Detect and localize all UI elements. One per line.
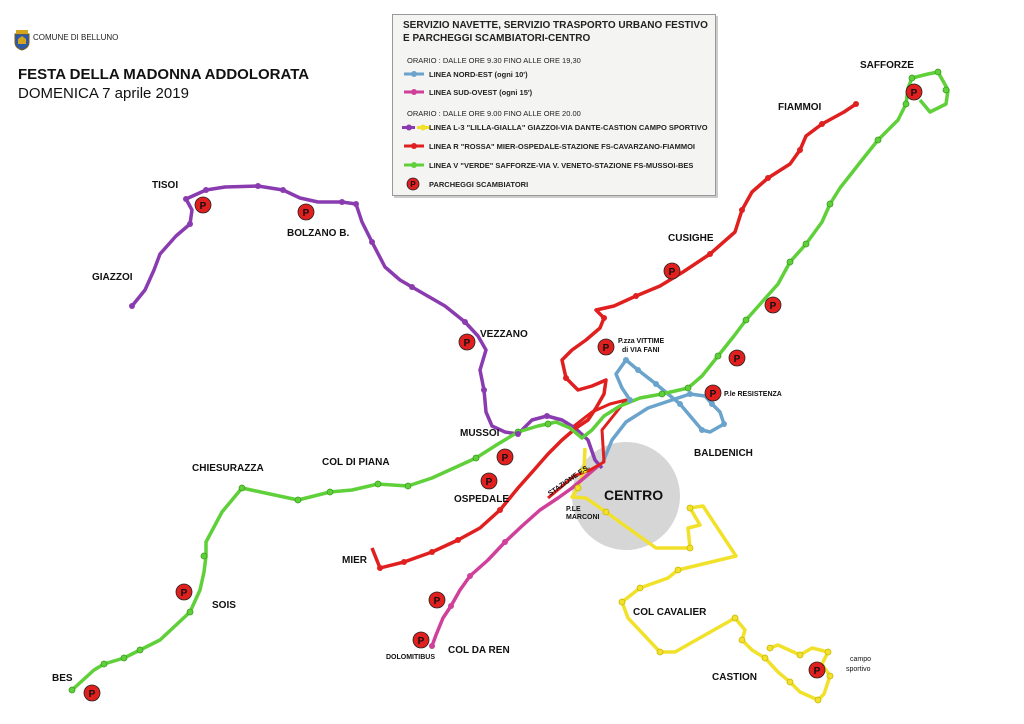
parking-icon: P xyxy=(905,83,923,101)
label-dolomitibus: DOLOMITIBUS xyxy=(386,654,435,661)
stops-verde xyxy=(68,68,950,694)
label-marconi-1: P.LE xyxy=(566,506,581,513)
label-mussoi: MUSSOI xyxy=(460,428,500,439)
svg-text:P: P xyxy=(770,301,777,312)
svg-text:P: P xyxy=(710,389,717,400)
route-rossa xyxy=(370,102,857,570)
verde-swatch-icon xyxy=(404,162,424,168)
label-ospedale: OSPEDALE xyxy=(454,494,509,505)
legend: SERVIZIO NAVETTE, SERVIZIO TRASPORTO URB… xyxy=(392,14,716,196)
label-coldaren: COL DA REN xyxy=(448,645,510,656)
legend-orario-2: ORARIO : DALLE ORE 9.00 FINO ALLE ORE 20… xyxy=(407,109,581,118)
lilla-gialla-swatch-icon xyxy=(402,124,430,131)
label-resistenza: P.le RESISTENZA xyxy=(724,391,782,398)
label-tisoi: TISOI xyxy=(152,180,178,191)
label-sois: SOIS xyxy=(212,600,236,611)
parking-icon: P xyxy=(458,333,476,351)
label-castion: CASTION xyxy=(712,672,757,683)
legend-linea-r: LINEA R "ROSSA" MIER-OSPEDALE-STAZIONE F… xyxy=(429,142,695,151)
label-safforze: SAFFORZE xyxy=(860,60,914,71)
page-subtitle: DOMENICA 7 aprile 2019 xyxy=(18,85,189,102)
label-chiesurazza: CHIESURAZZA xyxy=(192,463,264,474)
parking-icon: P xyxy=(704,384,722,402)
svg-text:P: P xyxy=(464,338,471,349)
svg-text:P: P xyxy=(814,666,821,677)
stops-sudovest xyxy=(429,539,508,649)
label-campo-2: sportivo xyxy=(846,666,871,673)
svg-text:P: P xyxy=(303,208,310,219)
svg-text:P: P xyxy=(502,453,509,464)
parking-icon: P xyxy=(83,684,101,702)
parking-icon: P xyxy=(194,196,212,214)
legend-parcheggi: PARCHEGGI SCAMBIATORI xyxy=(429,180,529,189)
stops-nordest xyxy=(623,357,727,433)
parking-icon: P xyxy=(297,203,315,221)
svg-text:P: P xyxy=(181,588,188,599)
sudovest-swatch-icon xyxy=(404,89,424,95)
parking-legend-icon: P xyxy=(406,177,420,191)
stops-rossa xyxy=(377,101,859,571)
label-centro: CENTRO xyxy=(604,487,663,503)
label-marconi-2: MARCONI xyxy=(566,514,599,521)
route-sudovest xyxy=(430,464,600,647)
route-verde xyxy=(70,70,950,692)
stops-lilla xyxy=(129,183,550,437)
parking-icon: P xyxy=(428,591,446,609)
svg-text:P: P xyxy=(410,180,416,189)
svg-text:P: P xyxy=(200,201,207,212)
legend-linea-v: LINEA V "VERDE" SAFFORZE-VIA V. VENETO-S… xyxy=(429,161,694,170)
svg-text:P: P xyxy=(434,596,441,607)
label-vittime-1: P.zza VITTIME xyxy=(618,338,664,345)
parking-icon: P xyxy=(175,583,193,601)
nordest-swatch-icon xyxy=(404,71,424,77)
svg-text:P: P xyxy=(89,689,96,700)
label-vezzano: VEZZANO xyxy=(480,329,528,340)
parking-icon: P xyxy=(480,472,498,490)
label-cusighe: CUSIGHE xyxy=(668,233,714,244)
legend-orario-1: ORARIO : DALLE ORE 9.30 FINO ALLE ORE 19… xyxy=(407,56,581,65)
svg-text:P: P xyxy=(734,354,741,365)
svg-text:P: P xyxy=(603,343,610,354)
parking-icon: P xyxy=(412,631,430,649)
svg-text:P: P xyxy=(911,88,918,99)
legend-linea-l3: LINEA L-3 "LILLA-GIALLA" GIAZZOI-VIA DAN… xyxy=(429,123,708,132)
svg-text:P: P xyxy=(669,267,676,278)
label-giazzoi: GIAZZOI xyxy=(92,272,133,283)
legend-nordest: LINEA NORD-EST (ogni 10') xyxy=(429,70,528,79)
label-bolzano: BOLZANO B. xyxy=(287,228,349,239)
stops-gialla xyxy=(574,466,834,704)
parking-icon: P xyxy=(808,661,826,679)
label-fiammoi: FIAMMOI xyxy=(778,102,822,113)
parking-markers: P P P P P P P P P P P P P P P P xyxy=(83,83,923,702)
svg-text:P: P xyxy=(418,636,425,647)
parking-icon: P xyxy=(496,448,514,466)
page-title: FESTA DELLA MADONNA ADDOLORATA xyxy=(18,66,310,83)
parking-icon: P xyxy=(728,349,746,367)
legend-sudovest: LINEA SUD-OVEST (ogni 15') xyxy=(429,88,533,97)
legend-title-1: SERVIZIO NAVETTE, SERVIZIO TRASPORTO URB… xyxy=(403,20,708,31)
label-colcavalier: COL CAVALIER xyxy=(633,607,707,618)
parking-icon: P xyxy=(597,338,615,356)
rossa-swatch-icon xyxy=(404,143,424,149)
label-bes: BES xyxy=(52,673,73,684)
parking-icon: P xyxy=(663,262,681,280)
label-vittime-2: di VIA FANI xyxy=(622,347,660,354)
label-coldipiana: COL DI PIANA xyxy=(322,457,390,468)
route-rossa-loop xyxy=(547,398,628,500)
route-lilla xyxy=(130,184,604,470)
label-mier: MIER xyxy=(342,555,368,566)
legend-title-2: E PARCHEGGI SCAMBIATORI-CENTRO xyxy=(403,33,591,44)
parking-icon: P xyxy=(764,296,782,314)
comune-name: COMUNE DI BELLUNO xyxy=(33,33,119,42)
label-baldenich: BALDENICH xyxy=(694,448,753,459)
label-campo-1: campo xyxy=(850,656,871,663)
svg-text:P: P xyxy=(486,477,493,488)
comune-crest-icon xyxy=(14,30,30,51)
centro-area xyxy=(572,442,680,550)
